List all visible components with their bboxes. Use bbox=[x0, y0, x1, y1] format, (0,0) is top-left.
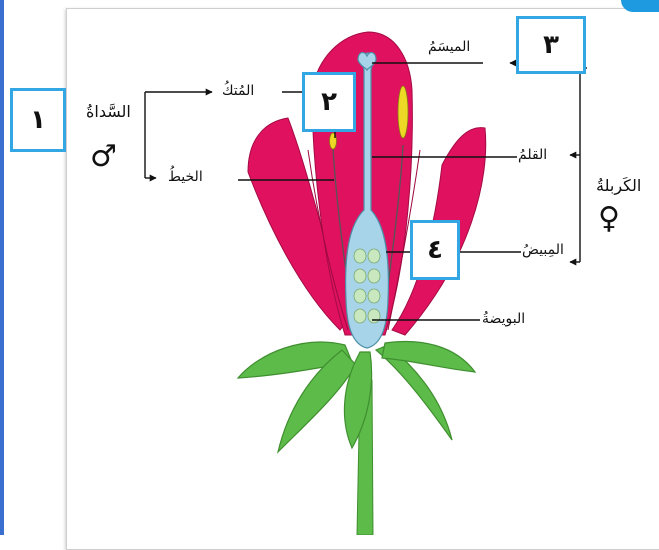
anther-right bbox=[398, 86, 408, 138]
female-symbol: ♀ bbox=[598, 204, 620, 234]
label-carpel: الكَربلةُ bbox=[596, 178, 641, 194]
label-stamen: السَّداةُ bbox=[86, 104, 131, 120]
number-box-2: ٢ bbox=[302, 72, 356, 132]
number-box-1: ١ bbox=[10, 88, 66, 152]
label-ovule: البويضةُ bbox=[482, 312, 525, 326]
number-box-4: ٤ bbox=[410, 220, 460, 280]
label-ovary: المِبيضُ bbox=[522, 243, 564, 257]
label-style: القلمُ bbox=[518, 148, 547, 162]
sepals bbox=[238, 342, 475, 452]
label-filament: الخيطُ bbox=[168, 170, 203, 184]
label-anther: المُتكُ bbox=[222, 84, 254, 98]
label-stigma: الميسَمُ bbox=[428, 40, 470, 54]
number-box-3: ٣ bbox=[516, 16, 586, 74]
male-symbol: ♂ bbox=[90, 142, 117, 172]
